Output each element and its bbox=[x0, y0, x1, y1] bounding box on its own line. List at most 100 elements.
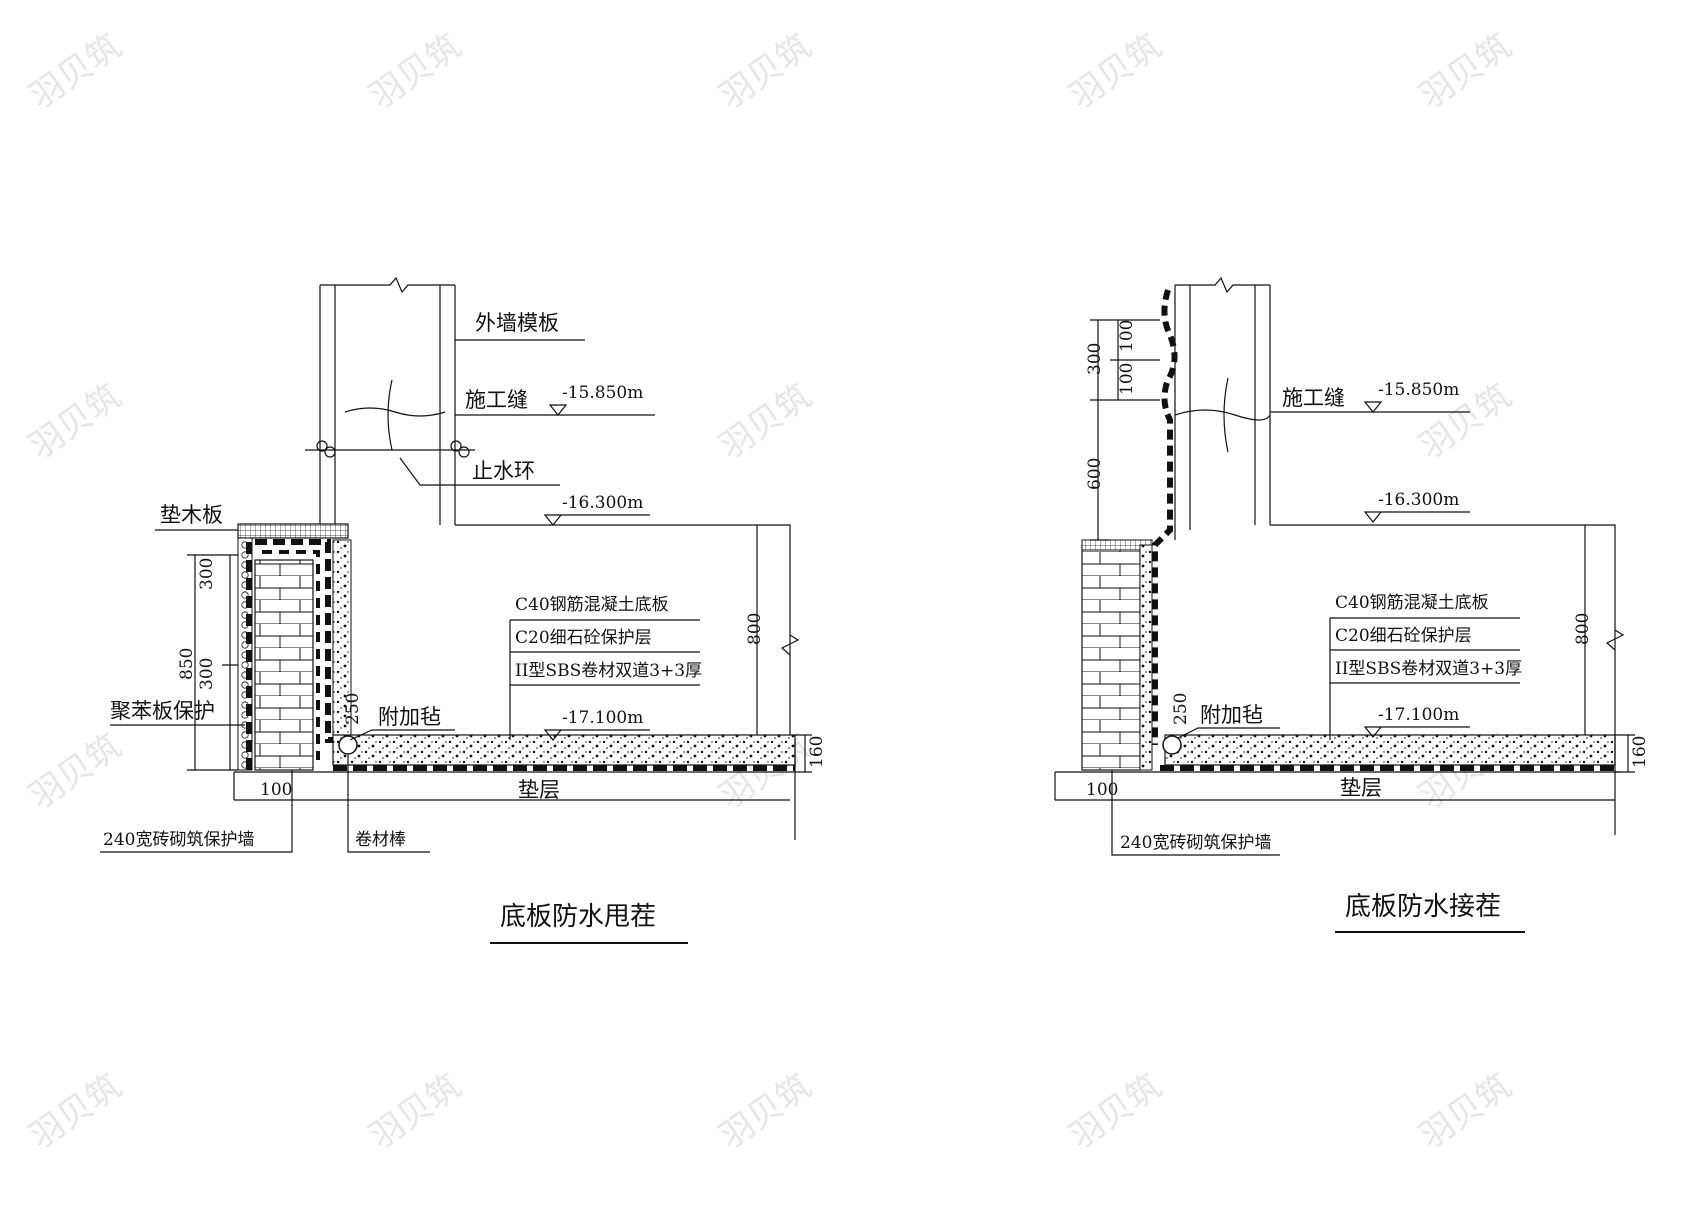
dim-100-b: 100 bbox=[1117, 363, 1137, 395]
dim-100: 100 bbox=[260, 780, 292, 800]
fine-stone-protection-layer bbox=[332, 734, 796, 766]
label-brick-wall: 240宽砖砌筑保护墙 bbox=[1120, 833, 1271, 853]
construction-joint-wave bbox=[344, 407, 446, 417]
watermark: 羽贝筑 bbox=[1412, 1066, 1518, 1157]
left-detail: 300 300 850 800 160 250 100 外墙模板 施工缝 -15… bbox=[100, 276, 827, 944]
dim-160: 160 bbox=[1630, 736, 1650, 768]
leader-extra-felt bbox=[1177, 727, 1280, 739]
watermark: 羽贝筑 bbox=[712, 376, 818, 467]
layer-sbs: II型SBS卷材双道3+3厚 bbox=[515, 661, 702, 681]
watermark: 羽贝筑 bbox=[22, 376, 128, 467]
wall-outline bbox=[1270, 524, 1616, 740]
cushion-layer bbox=[1054, 771, 1620, 801]
dim-vertical-lines bbox=[187, 554, 238, 771]
construction-joint-bracket bbox=[387, 379, 393, 451]
break-line-right bbox=[780, 634, 800, 656]
right-detail: 300 100 100 600 250 800 160 100 施工缝 -15.… bbox=[1054, 276, 1650, 933]
watermark: 羽贝筑 bbox=[1062, 1066, 1168, 1157]
watermark: 羽贝筑 bbox=[362, 1066, 468, 1157]
layer-c20: C20细石砼保护层 bbox=[515, 628, 652, 648]
dim-250: 250 bbox=[1171, 693, 1191, 725]
brick-protection-wall bbox=[1081, 544, 1141, 771]
wall-outline bbox=[455, 524, 791, 740]
elev-marker bbox=[543, 729, 650, 741]
break-line-top bbox=[320, 276, 455, 294]
elev-marker bbox=[1363, 401, 1383, 413]
elev-top: -16.300m bbox=[1378, 490, 1459, 510]
dim-300-b: 300 bbox=[197, 658, 217, 690]
watermark: 羽贝筑 bbox=[22, 1066, 128, 1157]
label-roll-rod: 卷材棒 bbox=[355, 830, 406, 850]
label-water-stop-ring: 止水环 bbox=[472, 459, 535, 483]
elev-bottom: -17.100m bbox=[562, 708, 643, 728]
label-polystyrene: 聚苯板保护 bbox=[110, 699, 215, 723]
water-stop-ring-icon bbox=[450, 440, 462, 452]
protection-layer-side bbox=[1139, 544, 1153, 771]
dim-100: 100 bbox=[1086, 780, 1118, 800]
dim-800: 800 bbox=[745, 613, 765, 645]
dim-800: 800 bbox=[1573, 613, 1593, 645]
dim-160: 160 bbox=[807, 736, 827, 768]
elev-marker bbox=[543, 514, 650, 526]
elev-joint: -15.850m bbox=[562, 383, 643, 403]
construction-joint-wave bbox=[1174, 409, 1271, 421]
label-extra-felt: 附加毡 bbox=[378, 705, 441, 729]
fine-stone-protection-layer bbox=[1164, 734, 1616, 766]
label-extra-felt: 附加毡 bbox=[1200, 703, 1263, 727]
dim-300: 300 bbox=[1085, 343, 1105, 375]
watermark: 羽贝筑 bbox=[22, 26, 128, 117]
title-left: 底板防水甩茬 bbox=[500, 902, 656, 932]
layer-c40: C40钢筋混凝土底板 bbox=[515, 595, 669, 615]
dim-160-line bbox=[1615, 734, 1635, 773]
watermark: 羽贝筑 bbox=[22, 726, 128, 817]
label-cushion: 垫层 bbox=[518, 778, 560, 802]
dim-250: 250 bbox=[343, 693, 363, 725]
elev-bottom: -17.100m bbox=[1378, 705, 1459, 725]
label-construction-joint: 施工缝 bbox=[1282, 386, 1345, 410]
construction-joint-bracket bbox=[1223, 377, 1229, 453]
label-cushion: 垫层 bbox=[1340, 776, 1382, 800]
elev-marker bbox=[548, 404, 568, 416]
leader-water-stop bbox=[399, 457, 560, 486]
layer-c40: C40钢筋混凝土底板 bbox=[1335, 593, 1489, 613]
watermark: 羽贝筑 bbox=[1062, 26, 1168, 117]
sbs-membrane bbox=[246, 539, 795, 770]
label-wood-pad: 垫木板 bbox=[160, 503, 223, 527]
leader-brick-wall bbox=[1111, 770, 1280, 856]
elev-marker bbox=[1363, 726, 1470, 738]
dim-300-a: 300 bbox=[197, 558, 217, 590]
cushion-layer bbox=[233, 771, 795, 801]
watermark: 羽贝筑 bbox=[362, 26, 468, 117]
label-wall-formwork: 外墙模板 bbox=[475, 311, 559, 335]
break-line-top bbox=[1175, 276, 1270, 294]
sbs-membrane-vertical bbox=[1152, 289, 1178, 745]
leader-roll-rod bbox=[347, 755, 430, 853]
layer-sbs: II型SBS卷材双道3+3厚 bbox=[1335, 659, 1522, 679]
elev-marker bbox=[1363, 511, 1470, 523]
elev-top: -16.300m bbox=[562, 493, 643, 513]
dim-100-a: 100 bbox=[1117, 320, 1137, 352]
wall-lines bbox=[1174, 285, 1271, 540]
dim-160-line bbox=[795, 734, 812, 773]
roll-rod-icon bbox=[338, 735, 358, 755]
title-right: 底板防水接茬 bbox=[1345, 892, 1501, 922]
label-brick-wall: 240宽砖砌筑保护墙 bbox=[103, 830, 254, 850]
roll-rod-icon bbox=[1162, 735, 1182, 755]
elev-joint: -15.850m bbox=[1378, 380, 1459, 400]
watermark: 羽贝筑 bbox=[712, 26, 818, 117]
water-stop-ring-icon bbox=[316, 440, 328, 452]
wall-formwork-lines bbox=[319, 285, 456, 525]
label-construction-joint: 施工缝 bbox=[465, 388, 528, 412]
layer-leader-lines bbox=[510, 619, 700, 686]
water-stop-ring-icon bbox=[324, 446, 336, 458]
sbs-membrane-inner bbox=[262, 550, 320, 760]
leader-extra-felt bbox=[349, 729, 455, 741]
watermark: 羽贝筑 bbox=[712, 1066, 818, 1157]
dim-850: 850 bbox=[177, 648, 197, 680]
brick-protection-wall bbox=[254, 559, 314, 771]
leader-brick-wall bbox=[100, 770, 293, 853]
dim-600: 600 bbox=[1085, 458, 1105, 490]
break-line-right bbox=[1605, 629, 1625, 651]
watermark: 羽贝筑 bbox=[1412, 26, 1518, 117]
